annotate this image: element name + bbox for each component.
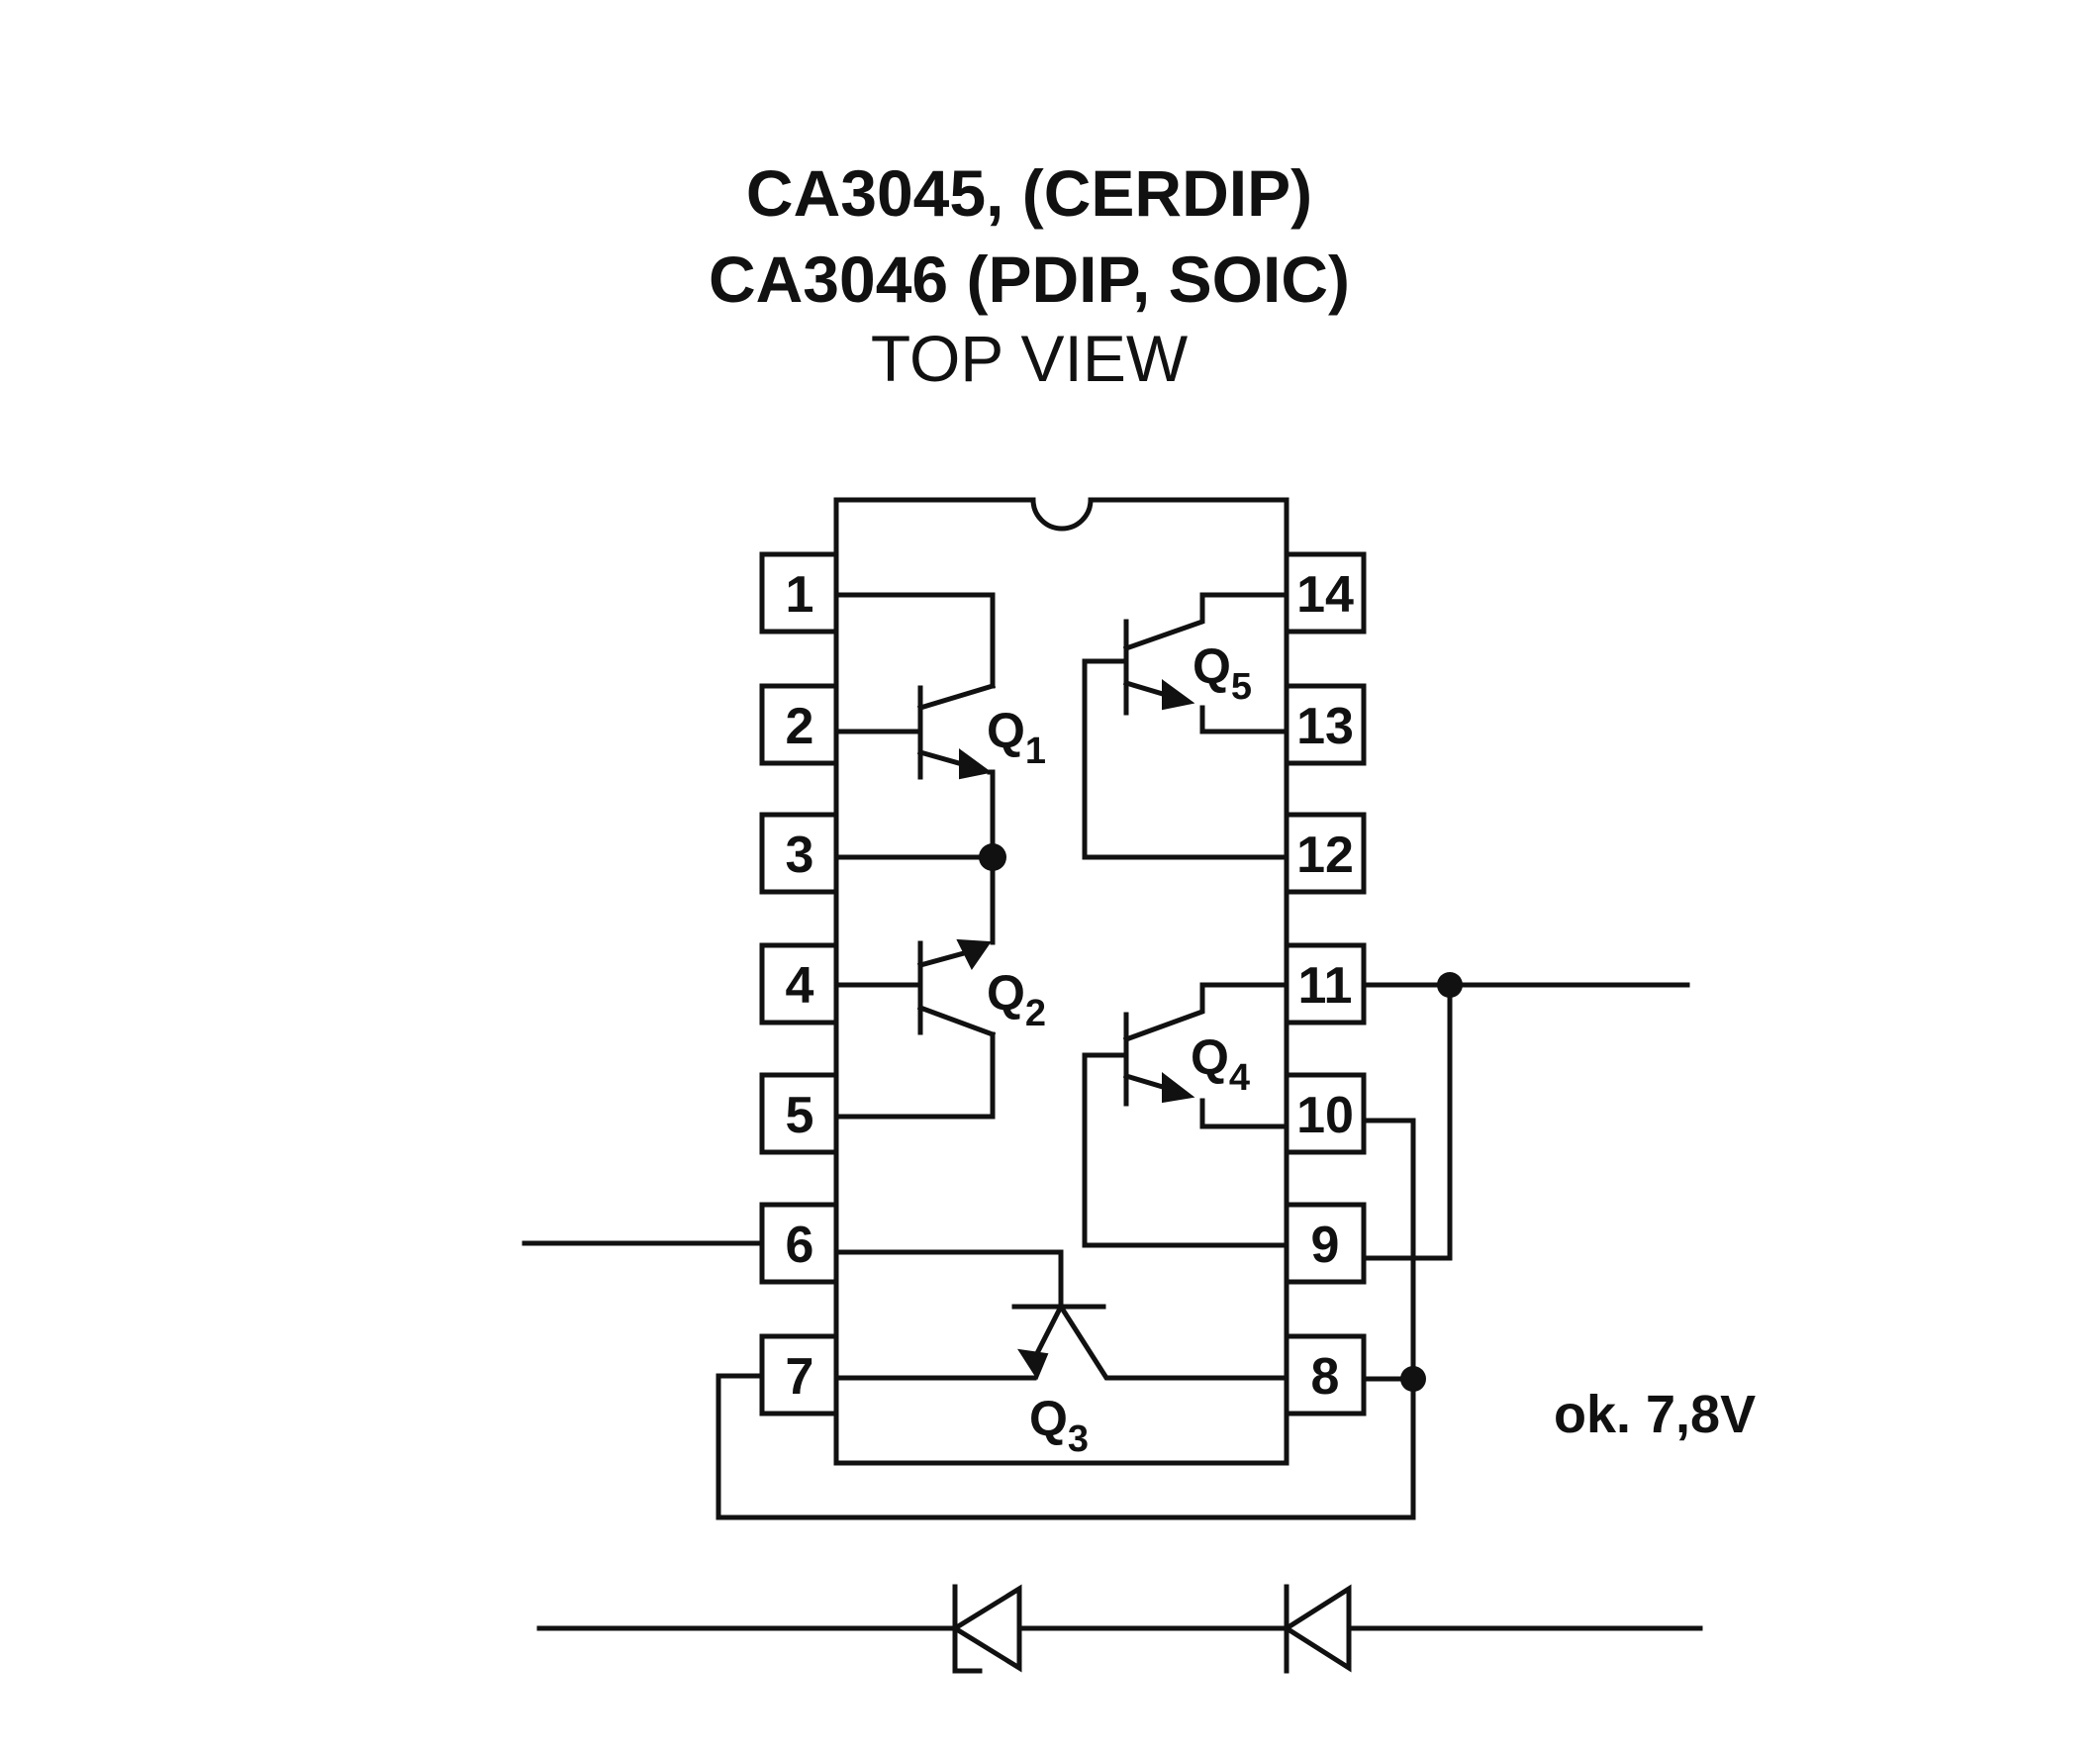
diode-string [536, 1584, 1703, 1674]
diode-2 [1282, 1584, 1352, 1674]
title-line-1: CA3045, (CERDIP) [746, 156, 1312, 230]
pin-box-12 [1284, 812, 1367, 895]
pin-number-4: 4 [786, 957, 814, 1015]
q4-label: Q4 [1191, 1029, 1250, 1099]
pin7-loop-wire [716, 1373, 1416, 1520]
pin-number-11: 11 [1298, 957, 1353, 1015]
pin-number-1: 1 [786, 566, 814, 624]
q1-label: Q1 [987, 703, 1046, 772]
pin-box-8 [1284, 1333, 1367, 1416]
pin-number-12: 12 [1296, 827, 1354, 884]
q2-label: Q2 [987, 965, 1046, 1034]
pin-number-8: 8 [1311, 1348, 1340, 1406]
pin-box-5 [759, 1072, 839, 1155]
emitter-arrow [1162, 679, 1195, 711]
diode-1 [950, 1584, 1022, 1674]
pin-box-13 [1284, 683, 1367, 766]
pin-number-14: 14 [1296, 566, 1354, 624]
voltage-label: ok. 7,8V [1554, 1385, 1756, 1444]
pin-box-10 [1284, 1072, 1367, 1155]
pin-box-6 [759, 1202, 839, 1285]
pin-number-3: 3 [786, 827, 814, 884]
transistor-q1 [833, 592, 997, 860]
pin-box-4 [759, 942, 839, 1025]
transistor-q3 [833, 1249, 1289, 1381]
q5-label: Q5 [1193, 638, 1252, 708]
emitter-arrow [1162, 1071, 1195, 1104]
pin-number-5: 5 [786, 1087, 814, 1144]
pin-number-7: 7 [786, 1348, 814, 1406]
emitter-arrow [1016, 1348, 1049, 1381]
pin-box-2 [759, 683, 839, 766]
pin-box-14 [1284, 551, 1367, 634]
pin-number-2: 2 [786, 698, 814, 755]
pin-number-13: 13 [1296, 698, 1354, 755]
emitter-arrow [959, 748, 993, 780]
transistor-q5 [1082, 592, 1289, 860]
q3-label: Q3 [1029, 1391, 1089, 1460]
pin-number-6: 6 [786, 1217, 814, 1274]
pin-box-9 [1284, 1202, 1367, 1285]
emitter-arrow [956, 938, 992, 970]
pin11-to-pin9-wire [1361, 982, 1453, 1261]
ic-package-body [833, 497, 1289, 1466]
pin-number-10: 10 [1296, 1087, 1354, 1144]
left-pin-column [759, 551, 839, 1416]
pin-box-3 [759, 812, 839, 895]
pin-box-7 [759, 1333, 839, 1416]
right-pin-column [1284, 551, 1367, 1416]
transistor-q2 [833, 854, 997, 1120]
title-line-3: TOP VIEW [871, 322, 1189, 395]
pin10-to-pin8-wire [1361, 1118, 1416, 1382]
transistor-q4 [1082, 982, 1289, 1248]
pin-number-9: 9 [1311, 1217, 1340, 1274]
title-line-2: CA3046 (PDIP, SOIC) [709, 243, 1350, 316]
